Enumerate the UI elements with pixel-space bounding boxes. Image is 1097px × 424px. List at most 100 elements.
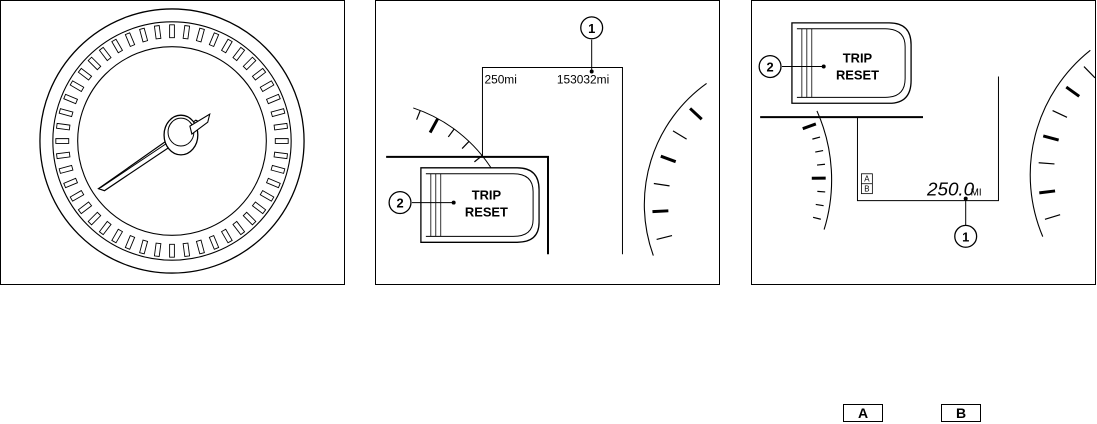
gauge-tick	[56, 122, 71, 131]
speedometer-gauge	[39, 8, 305, 274]
gauge-outer-rim	[39, 8, 305, 274]
gauge-tick	[98, 220, 112, 236]
gauge-tick	[274, 138, 289, 144]
gauge-arc-line	[816, 110, 833, 230]
trip-value: 250.0	[926, 179, 975, 200]
gauge-tick	[63, 93, 79, 105]
gauge-tick	[1083, 66, 1095, 79]
gauge-tick	[56, 151, 71, 160]
gauge-tick	[461, 140, 470, 149]
gauge-tick	[182, 242, 191, 257]
gauge-tick	[242, 56, 257, 71]
gauge-tick	[270, 108, 286, 118]
gauge-tick	[153, 242, 162, 257]
trip-meter-drawing: TRIP RESET 2 A B 250.0	[758, 22, 1095, 248]
gauge-tick	[660, 154, 677, 164]
gauge-tick	[232, 220, 246, 236]
speedometer-panel	[0, 0, 345, 285]
trip-reset-button[interactable]: TRIP RESET	[420, 167, 540, 243]
callout-2: 2	[388, 191, 456, 215]
right-gauge-arc	[1029, 49, 1095, 237]
gauge-tick	[447, 128, 455, 138]
gauge-tick	[111, 38, 124, 54]
trip-reset-line-1: TRIP	[843, 51, 873, 66]
gauge-arc-line	[413, 107, 494, 172]
callout-2: 2	[758, 54, 826, 79]
gauge-tick	[812, 216, 821, 220]
trip-reading: 250mi	[484, 72, 516, 86]
trip-reset-button[interactable]: TRIP RESET	[791, 22, 912, 104]
gauge-inner-rim	[52, 21, 292, 261]
display-frame	[856, 76, 999, 202]
callout-1-number: 1	[588, 21, 595, 36]
gauge-tick	[1044, 214, 1061, 220]
gauge-tick	[265, 93, 281, 105]
gauge-tick	[1038, 162, 1055, 165]
callout-2-number: 2	[396, 196, 403, 211]
speedometer-drawing	[39, 8, 305, 274]
gauge-tick	[87, 211, 102, 226]
gauge-tick	[87, 56, 102, 71]
odometer-drawing: 250mi 153032mi 1 TRIP	[386, 16, 707, 256]
callout-1-number: 1	[962, 229, 969, 244]
gauge-tick	[220, 228, 233, 244]
gauge-tick	[251, 67, 267, 81]
gauge-tick	[242, 211, 257, 226]
gauge-tick	[802, 122, 817, 131]
gauge-tick	[1039, 189, 1056, 195]
ab-indicator-a: A	[864, 175, 870, 184]
gauge-tick	[816, 163, 826, 166]
gauge-tick	[111, 228, 124, 244]
gauge-tick	[69, 189, 85, 202]
gauge-tick	[259, 80, 275, 93]
gauge-tick	[182, 25, 191, 40]
gauge-tick	[55, 138, 70, 144]
trip-unit: MI	[971, 188, 982, 199]
gauge-tick	[273, 122, 288, 131]
gauge-tick	[1052, 109, 1068, 118]
gauge-tick	[265, 177, 281, 189]
callout-1: 1	[580, 16, 604, 74]
display-frame	[481, 67, 623, 255]
gauge-tick	[98, 46, 112, 62]
gauge-arc-line	[643, 82, 707, 256]
gauge-tick	[195, 239, 205, 255]
gauge-tick	[251, 201, 267, 215]
callout-1: 1	[954, 196, 978, 248]
gauge-tick	[208, 234, 220, 250]
gauge-tick	[672, 130, 687, 140]
gauge-tick	[69, 80, 85, 93]
key-label-b: B	[941, 404, 981, 422]
left-gauge-arc	[413, 107, 494, 178]
gauge-tick	[220, 38, 233, 54]
gauge-tick	[124, 234, 136, 250]
gauge-tick	[1065, 85, 1081, 98]
gauge-tick	[169, 24, 175, 39]
gauge-tick	[416, 110, 421, 120]
gauge-tick	[77, 201, 93, 215]
cluster-frame	[386, 155, 549, 255]
gauge-tick	[208, 32, 220, 48]
gauge-tick	[273, 151, 288, 160]
callout-2-number: 2	[766, 60, 773, 75]
gauge-tick	[153, 25, 162, 40]
ab-indicator: A B	[861, 173, 873, 195]
gauge-tick	[232, 46, 246, 62]
trip-meter-panel: TRIP RESET 2 A B 250.0	[751, 0, 1096, 285]
gauge-tick	[812, 136, 821, 140]
gauge-tick	[652, 209, 669, 214]
gauge-tick	[259, 189, 275, 202]
gauge-tick	[817, 190, 826, 193]
right-gauge-arc	[643, 82, 707, 256]
gauge-tick	[139, 239, 149, 255]
gauge-tick	[169, 243, 175, 258]
trip-reset-line-2: RESET	[836, 67, 879, 82]
gauge-tick	[58, 164, 74, 174]
gauge-tick	[1042, 134, 1060, 142]
gauge-hub	[163, 113, 211, 156]
gauge-tick	[689, 107, 703, 121]
odometer-reading: 153032mi	[557, 72, 609, 86]
gauge-tick	[653, 182, 670, 187]
trip-reset-line-1: TRIP	[472, 188, 502, 203]
